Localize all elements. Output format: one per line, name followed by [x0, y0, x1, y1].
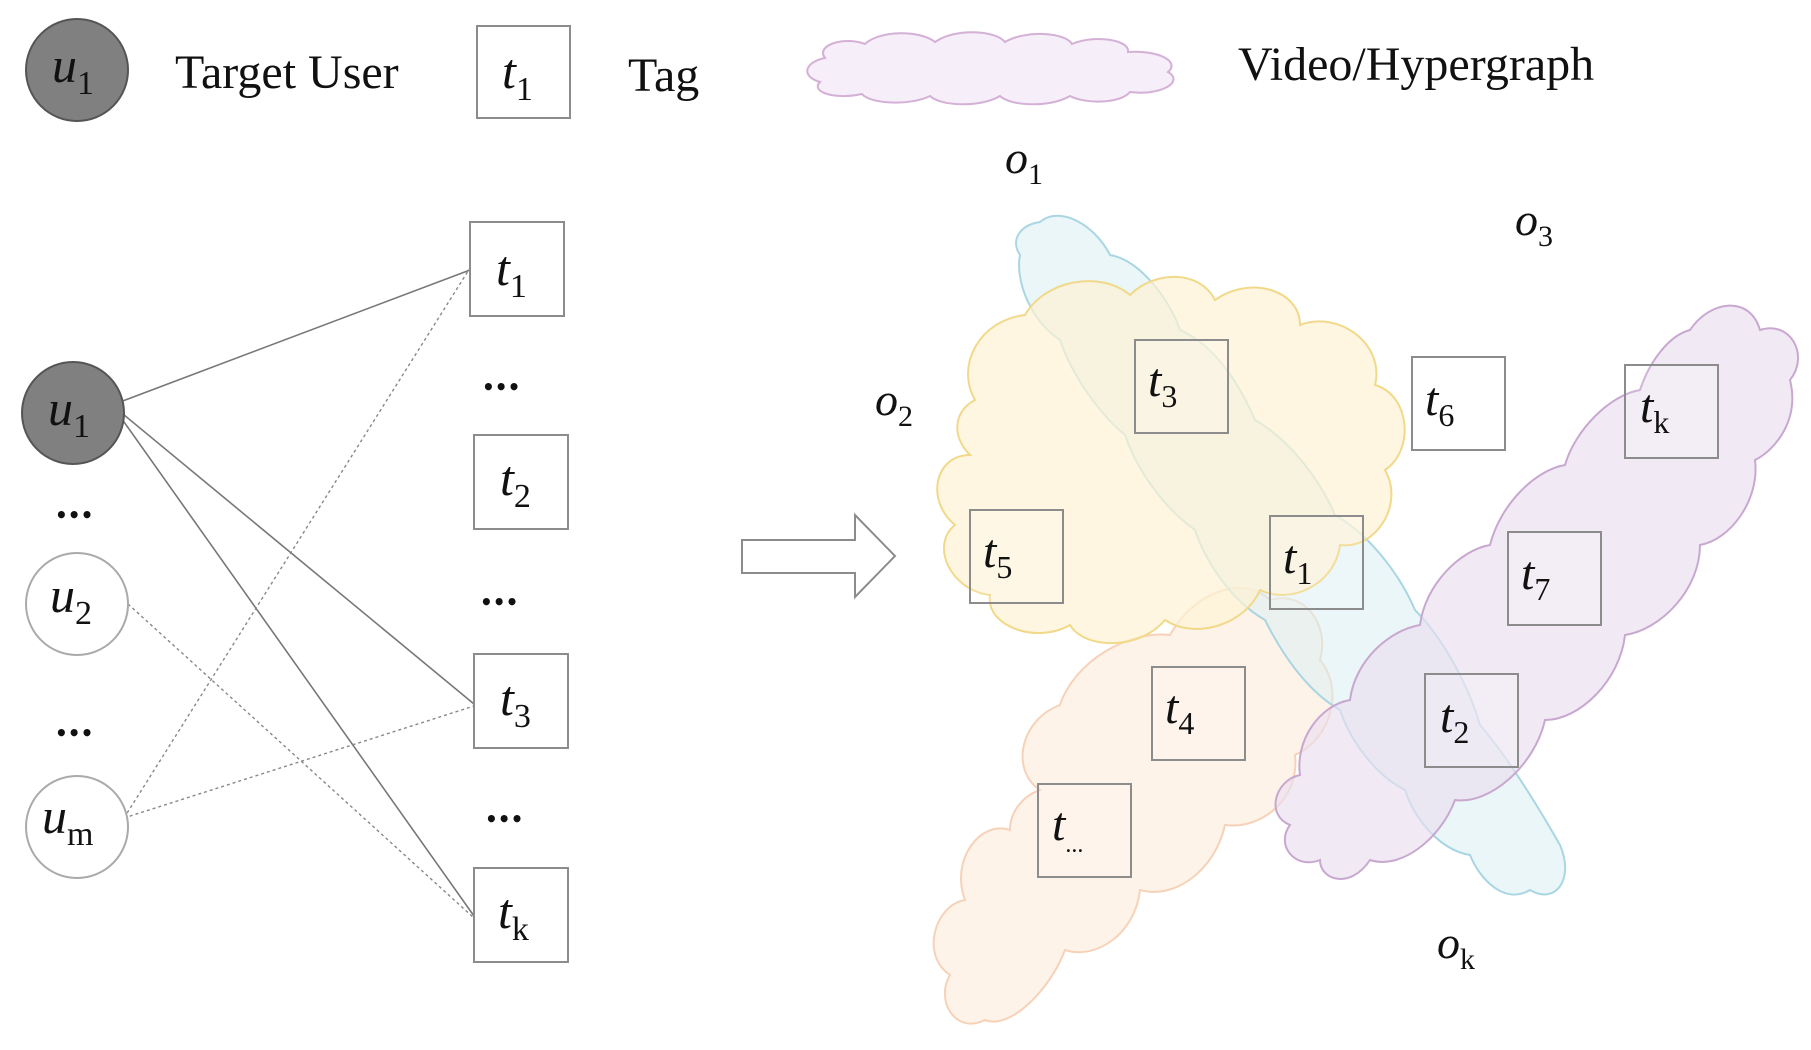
hyper-tag-tdots: t...: [1037, 783, 1132, 878]
legend: u1 Target User t1 Tag Video/Hypergraph: [25, 18, 1594, 122]
tag-nodes: t1 ••• t2 ••• t3 ••• tk: [469, 221, 569, 963]
tag-node-t3: t3: [473, 653, 569, 749]
tag-label-t3: t3: [500, 670, 531, 735]
transform-arrow: [741, 512, 897, 600]
hyperedge-cloud-ok: [932, 586, 1334, 1025]
legend-tag-box: [476, 25, 571, 119]
legend-hypergraph-label: Video/Hypergraph: [1238, 38, 1594, 91]
svg-text:t7: t7: [1521, 547, 1550, 607]
tag-node-tk: tk: [473, 867, 569, 963]
hyper-tag-t2: t2: [1424, 673, 1519, 768]
tag-ellipsis-3: •••: [485, 807, 523, 831]
tag-ellipsis-1: •••: [482, 375, 520, 399]
hyper-tag-t1: t1: [1269, 515, 1364, 610]
user-label-um: um: [42, 788, 93, 853]
hyper-tag-t7: t7: [1507, 531, 1602, 626]
user-node-u2: u2: [25, 552, 129, 656]
legend-target-user-node: [25, 18, 129, 122]
hyper-tag-t5: t5: [969, 509, 1064, 604]
user-nodes: u1 ••• u2 ••• um: [21, 361, 129, 879]
user-node-u1: u1: [21, 361, 125, 465]
hyper-tag-t6: t6: [1411, 356, 1506, 451]
legend-hypergraph-cloud: [806, 31, 1175, 106]
hyperedge-cloud-o3: [1274, 304, 1800, 880]
tag-label-t2: t2: [500, 450, 531, 515]
edge-u2-tk: [127, 603, 475, 919]
hypergraph: o1 o2 o3 ok t3 t6 tk: [875, 132, 1800, 1025]
user-ellipsis-1: •••: [55, 503, 93, 527]
user-label-u1: u1: [48, 380, 90, 445]
tag-label-t1: t1: [496, 240, 527, 305]
user-label-u2: u2: [50, 567, 92, 632]
user-node-um: um: [25, 775, 129, 879]
hyperedge-label-o2: o2: [875, 374, 913, 433]
user-ellipsis-2: •••: [55, 721, 93, 745]
tag-ellipsis-2: •••: [480, 590, 518, 614]
tag-node-t1: t1: [469, 221, 565, 317]
hyperedge-label-ok: ok: [1437, 917, 1475, 976]
edge-u1-t1: [111, 269, 471, 406]
edge-um-t3: [123, 705, 475, 819]
svg-text:t4: t4: [1165, 681, 1194, 741]
edge-um-t1: [123, 267, 471, 819]
edge-u1-t3: [111, 404, 475, 705]
hyper-tag-t3: t3: [1134, 339, 1229, 434]
legend-target-user-label: Target User: [175, 46, 399, 99]
svg-text:t...: t...: [1052, 798, 1083, 858]
hyperedge-label-o1: o1: [1005, 132, 1043, 191]
legend-tag-label: Tag: [628, 49, 699, 102]
bipartite-edges: [111, 267, 475, 919]
hyper-tag-t4: t4: [1151, 666, 1246, 761]
svg-text:tk: tk: [1640, 380, 1669, 440]
hyperedge-label-o3: o3: [1515, 194, 1553, 253]
svg-text:t1: t1: [1283, 531, 1312, 591]
tag-node-t2: t2: [473, 434, 569, 530]
svg-text:t2: t2: [1440, 690, 1469, 750]
hyper-tag-tk: tk: [1624, 364, 1719, 459]
legend-tag-symbol: t1: [502, 43, 533, 108]
svg-text:t6: t6: [1425, 373, 1454, 433]
legend-target-user-symbol: u1: [52, 37, 94, 102]
svg-text:t5: t5: [983, 525, 1012, 585]
edge-u1-tk: [111, 404, 475, 917]
tag-label-tk: tk: [498, 883, 529, 948]
hyperedge-cloud-o2: [936, 275, 1406, 645]
svg-text:t3: t3: [1148, 354, 1177, 414]
